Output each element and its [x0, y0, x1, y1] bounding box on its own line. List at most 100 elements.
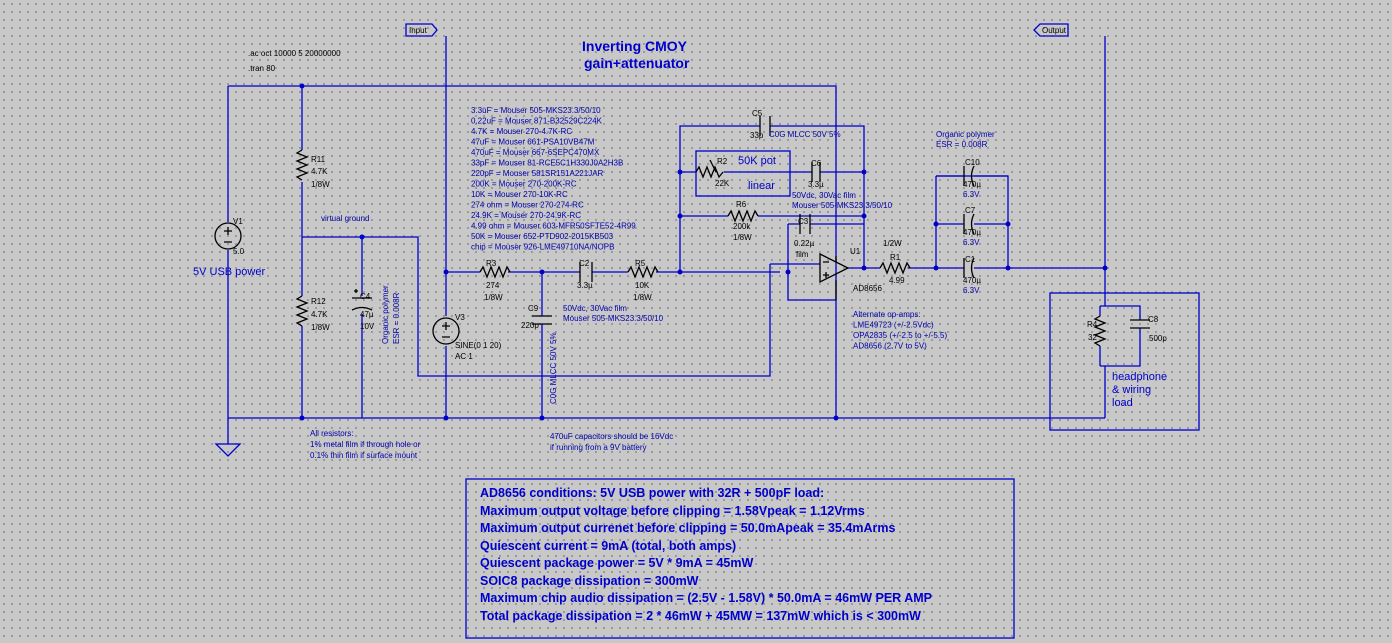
cap-note-line1: Organic polymer: [936, 130, 995, 139]
conditions-line: AD8656 conditions: 5V USB power with 32R…: [480, 486, 824, 500]
parts-list-item: 10K = Mouser 270-10K-RC: [471, 190, 568, 199]
alt-opamps-line: Alternate op-amps:: [853, 310, 921, 319]
r6-resistor[interactable]: [727, 209, 759, 223]
load-box: [1049, 292, 1200, 431]
alt-opamps-line: LME49723 (+/-2.5Vdc): [853, 321, 934, 330]
r1-resistor[interactable]: [879, 261, 911, 275]
r12-resistor[interactable]: [295, 295, 309, 327]
c9-capacitor[interactable]: [532, 315, 552, 325]
c9-name: C9: [528, 304, 539, 313]
r4-resistor[interactable]: [1093, 315, 1107, 347]
r1-power: 1/2W: [883, 239, 902, 248]
r2-name: R2: [717, 157, 728, 166]
c3-type: film: [796, 250, 809, 259]
c5-capacitor[interactable]: [759, 116, 771, 136]
input-port-label: Input: [409, 26, 428, 35]
junction-dots: [299, 83, 1108, 421]
tran-directive: .tran 80: [248, 64, 276, 73]
pot-type: linear: [748, 180, 775, 192]
parts-list: 3.3uF = Mouser 505-MKS23.3/50/10 0.22uF …: [471, 106, 638, 252]
c10-name: C10: [965, 158, 980, 167]
c2-capacitor[interactable]: [579, 262, 593, 282]
v3-source[interactable]: [432, 317, 460, 345]
resistor-note-line: All resistors:: [310, 429, 354, 438]
r12-power: 1/8W: [311, 323, 330, 332]
input-port[interactable]: [405, 23, 438, 37]
parts-list-item: chip = Mouser 926-LME49710NA/NOPB: [471, 243, 614, 252]
r4-name: R4: [1087, 320, 1098, 329]
v1-value: 5.0: [233, 247, 245, 256]
c4-capacitor[interactable]: [351, 289, 373, 311]
battery-note: 470uF capacitors should be 16Vdc if runn…: [550, 432, 675, 452]
conditions-text: AD8656 conditions: 5V USB power with 32R…: [480, 486, 932, 623]
u1-model: AD8656: [853, 284, 882, 293]
c1-capacitor[interactable]: [963, 257, 975, 279]
r11-resistor[interactable]: [295, 149, 309, 181]
power-label: 5V USB power: [193, 266, 265, 278]
title-line1: Inverting CMOY: [582, 38, 688, 54]
c4-note-line2: ESR = 0.008R: [392, 292, 401, 344]
u1-name: U1: [850, 247, 861, 256]
conditions-line: SOIC8 package dissipation = 300mW: [480, 574, 699, 588]
v3-name: V3: [455, 313, 465, 322]
wires: [227, 36, 1141, 444]
r2-value: 22K: [715, 179, 730, 188]
c2-note-line1: 50Vdc, 30Vac film: [563, 304, 627, 313]
c4-note: Organic polymer ESR = 0.008R: [381, 283, 401, 344]
parts-list-item: 220pF = Mouser 581SR151A221JAR: [471, 169, 604, 178]
c5-value: 33p: [750, 131, 764, 140]
r2-resistor[interactable]: [695, 165, 724, 179]
battery-note-line: 470uF capacitors should be 16Vdc: [550, 432, 673, 441]
pot-label: 50K pot: [738, 155, 776, 167]
r3-resistor[interactable]: [479, 265, 511, 279]
ground-symbol: [214, 443, 242, 457]
r12-value: 4.7K: [311, 310, 328, 319]
r6-name: R6: [736, 200, 747, 209]
r3-value: 274: [486, 281, 500, 290]
c6-note-line2: Mouser 505-MKS23.3/50/10: [792, 201, 893, 210]
c3-capacitor[interactable]: [799, 214, 811, 234]
virtual-ground-label: virtual ground: [321, 214, 369, 223]
output-port-label: Output: [1042, 26, 1067, 35]
pot-wiper: [709, 159, 717, 173]
c3-name: C3: [798, 217, 809, 226]
c4-value: 47µ: [360, 310, 374, 319]
r5-name: R5: [635, 259, 646, 268]
conditions-line: Total package dissipation = 2 * 46mW + 4…: [480, 609, 921, 623]
c6-note-line1: 50Vdc, 30Vac film: [792, 191, 856, 200]
c10-capacitor[interactable]: [963, 165, 975, 187]
c2-note: 50Vdc, 30Vac film Mouser 505-MKS23.3/50/…: [563, 304, 664, 323]
battery-note-line: if running from a 9V battery: [550, 443, 647, 452]
r3-power: 1/8W: [484, 293, 503, 302]
parts-list-item: 24.9K = Mouser 270-24.9K-RC: [471, 211, 581, 220]
c7-capacitor[interactable]: [963, 213, 975, 235]
r11-name: R11: [311, 155, 326, 164]
c2-note-line2: Mouser 505-MKS23.3/50/10: [563, 314, 664, 323]
pot-box: [695, 150, 791, 197]
parts-list-item: 274 ohm = Mouser 270-274-RC: [471, 201, 584, 210]
load-label-line1: headphone: [1112, 371, 1167, 383]
c7-value: 470µ: [963, 228, 981, 237]
title-line2: gain+attenuator: [584, 55, 690, 71]
load-label: headphone & wiring load: [1112, 371, 1170, 409]
c8-capacitor[interactable]: [1130, 319, 1150, 329]
r5-value: 10K: [635, 281, 650, 290]
c3-value: 0.22µ: [794, 239, 815, 248]
c8-name: C8: [1148, 315, 1159, 324]
cap-note: Organic polymer ESR = 0.008R: [936, 130, 997, 149]
parts-list-item: 50K = Mouser 652-PTD902-2015KB503: [471, 232, 614, 241]
r5-resistor[interactable]: [627, 265, 659, 279]
parts-list-item: 4.7K = Mouser 270-4.7K-RC: [471, 127, 572, 136]
r11-power: 1/8W: [311, 180, 330, 189]
ac-directive: .ac oct 10000 5 20000000: [248, 49, 341, 58]
u1-opamp[interactable]: [819, 252, 850, 300]
c10-value: 470µ: [963, 180, 981, 189]
c9-value: 220p: [521, 321, 539, 330]
c9-note: C0G MLCC 50V 5%: [549, 332, 558, 404]
alt-opamps-line: OPA2835 (+/-2.5 to +/-5.5): [853, 331, 947, 340]
v1-source[interactable]: [214, 222, 242, 250]
v3-value: SINE(0 1 20): [455, 341, 502, 350]
output-port[interactable]: [1033, 23, 1069, 37]
c6-capacitor[interactable]: [811, 162, 821, 182]
